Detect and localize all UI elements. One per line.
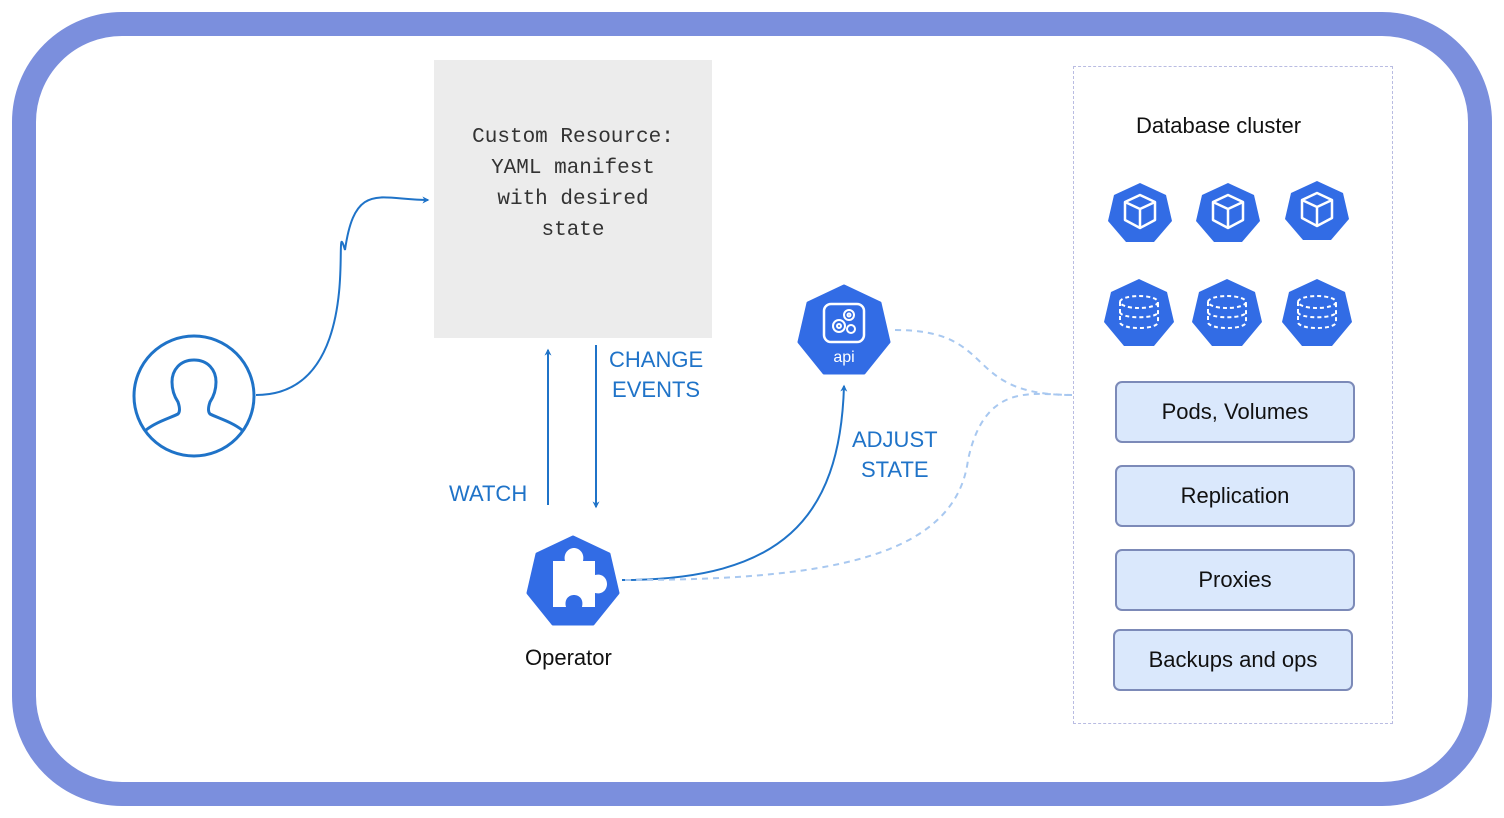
component-pods-volumes: Pods, Volumes bbox=[1115, 381, 1355, 443]
volume-icon bbox=[1282, 279, 1352, 346]
adjust-state-label: ADJUST STATE bbox=[852, 427, 938, 482]
component-backups-ops: Backups and ops bbox=[1113, 629, 1353, 691]
database-cluster: Database cluster bbox=[1073, 66, 1393, 724]
gears-icon bbox=[832, 309, 856, 334]
api-to-cluster-link bbox=[894, 329, 1073, 396]
component-replication: Replication bbox=[1115, 465, 1355, 527]
pod-icon bbox=[1108, 183, 1172, 242]
watch-label: WATCH bbox=[449, 481, 528, 506]
pod-icon bbox=[1196, 183, 1260, 242]
api-label: api bbox=[833, 349, 854, 366]
cluster-title: Database cluster bbox=[1136, 113, 1302, 138]
operator-to-cluster-link bbox=[624, 392, 1073, 581]
adjust-state-arrow bbox=[621, 384, 848, 581]
custom-resource-text: Custom Resource: YAML manifest with desi… bbox=[472, 126, 674, 242]
custom-resource-box: Custom Resource: YAML manifest with desi… bbox=[434, 60, 712, 338]
user-to-resource-arrow bbox=[255, 196, 430, 396]
puzzle-icon bbox=[526, 535, 620, 626]
volume-icon bbox=[1104, 279, 1174, 346]
volume-icon bbox=[1192, 279, 1262, 346]
operator-label: Operator bbox=[525, 645, 612, 670]
pod-icon bbox=[1285, 181, 1349, 240]
user-icon bbox=[132, 334, 256, 458]
change-events-label: CHANGE EVENTS bbox=[609, 347, 704, 402]
api-server-icon: api bbox=[797, 284, 891, 375]
component-proxies: Proxies bbox=[1115, 549, 1355, 611]
